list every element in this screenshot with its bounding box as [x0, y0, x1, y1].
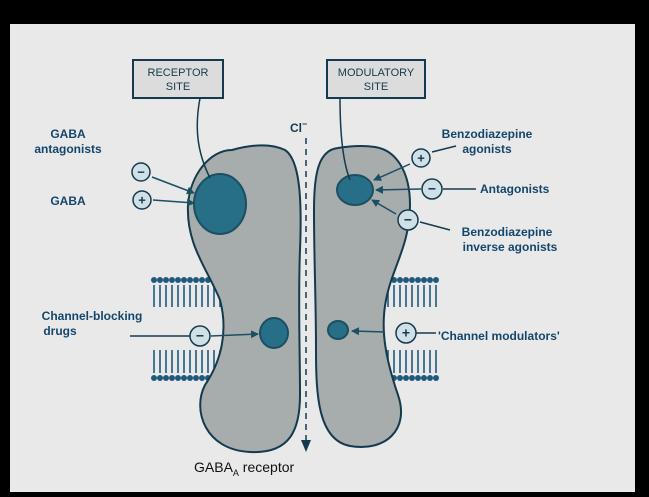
svg-text:+: + — [417, 151, 425, 166]
lipid-head — [151, 277, 157, 283]
lipid-head — [181, 277, 187, 283]
lipid-head — [181, 375, 187, 381]
lipid-head — [157, 375, 163, 381]
lipid-head — [403, 277, 409, 283]
channel-blocking-line2: drugs — [43, 324, 77, 338]
receptor-site-line2: SITE — [166, 81, 190, 93]
minus-icon-antagonists: − — [422, 179, 442, 199]
receptor-site-line1: RECEPTOR — [148, 67, 209, 79]
svg-text:−: − — [428, 181, 436, 197]
svg-text:−: − — [196, 328, 204, 344]
channel-blocker-site — [260, 318, 288, 348]
modulatory-site-line1: MODULATORY — [338, 67, 415, 79]
minus-icon-channel-blocking: − — [190, 326, 210, 346]
channel-blocking-line1: Channel-blocking — [42, 309, 143, 323]
benzo-inverse-line2: inverse agonists — [463, 240, 558, 254]
benzo-agonists-line1: Benzodiazepine — [442, 127, 533, 141]
lipid-head — [397, 277, 403, 283]
channel-modulators-label: 'Channel modulators' — [438, 329, 560, 343]
svg-text:−: − — [137, 165, 145, 180]
gaba-antagonists-line1: GABA — [50, 127, 86, 141]
lipid-head — [169, 277, 175, 283]
minus-icon-gaba-antagonist: − — [132, 163, 150, 181]
lipid-head — [427, 375, 433, 381]
plus-icon-benzo-agonist: + — [412, 149, 430, 167]
benzo-agonists-line2: agonists — [462, 142, 512, 156]
channel-modulator-site — [328, 321, 348, 339]
lipid-head — [433, 277, 439, 283]
plus-icon-gaba: + — [133, 191, 151, 209]
antagonists-arrow — [376, 189, 421, 190]
lipid-head — [175, 277, 181, 283]
lipid-head — [169, 375, 175, 381]
lipid-head — [397, 375, 403, 381]
gaba-antagonists-line2: antagonists — [34, 142, 102, 156]
lipid-head — [409, 375, 415, 381]
antagonists-label: Antagonists — [480, 182, 550, 196]
lipid-head — [193, 277, 199, 283]
lipid-head — [187, 277, 193, 283]
lipid-head — [427, 277, 433, 283]
minus-icon-inverse-agonist: − — [398, 210, 418, 230]
lipid-head — [163, 277, 169, 283]
svg-text:+: + — [402, 325, 410, 341]
gaba-binding-site — [194, 174, 246, 234]
lipid-head — [163, 375, 169, 381]
lipid-head — [421, 375, 427, 381]
lipid-head — [187, 375, 193, 381]
lipid-head — [199, 375, 205, 381]
lipid-head — [199, 277, 205, 283]
lipid-head — [193, 375, 199, 381]
gaba-agonist-label: GABA — [50, 194, 86, 208]
lipid-head — [433, 375, 439, 381]
benzodiazepine-binding-site — [337, 175, 373, 205]
modulatory-site-box: MODULATORY SITE — [327, 60, 425, 98]
svg-text:+: + — [138, 193, 146, 208]
lipid-head — [403, 375, 409, 381]
lipid-head — [409, 277, 415, 283]
svg-text:−: − — [404, 212, 412, 228]
lipid-head — [157, 277, 163, 283]
lipid-head — [415, 277, 421, 283]
channel-modulators-arrow — [352, 331, 385, 332]
plus-icon-channel-modulators: + — [396, 323, 416, 343]
receptor-site-box: RECEPTOR SITE — [133, 60, 223, 98]
benzo-inverse-line1: Benzodiazepine — [462, 225, 553, 239]
modulatory-site-line2: SITE — [364, 81, 388, 93]
lipid-head — [421, 277, 427, 283]
lipid-head — [175, 375, 181, 381]
lipid-head — [415, 375, 421, 381]
lipid-head — [151, 375, 157, 381]
